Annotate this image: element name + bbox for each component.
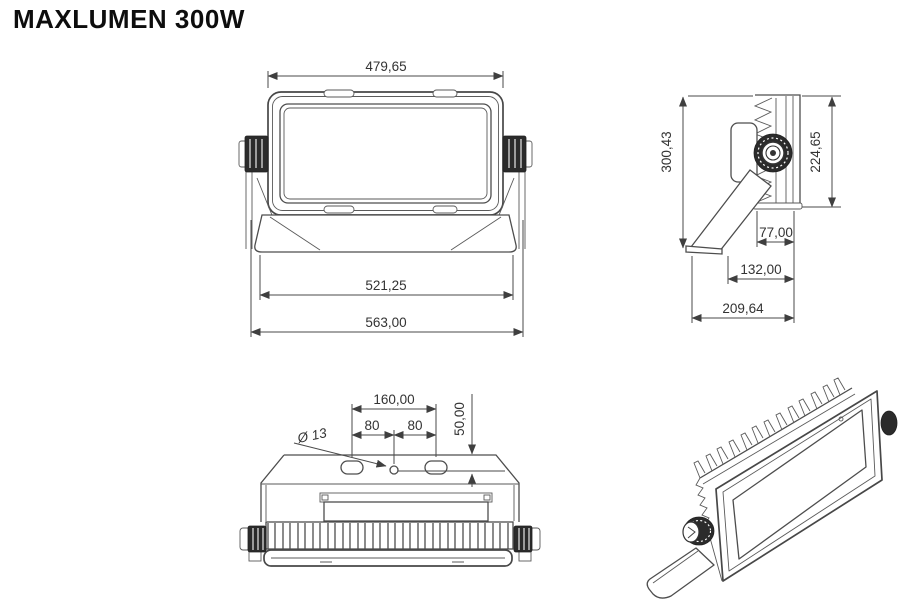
top-recess-plate: [323, 501, 489, 522]
top-slot-left: [340, 460, 364, 475]
dim-side-total-depth: 209,64: [722, 301, 764, 316]
iso-knob: [682, 516, 715, 546]
iso-right-knob: [880, 410, 898, 436]
isometric-view: [646, 377, 898, 599]
top-center-hole: [389, 465, 399, 475]
iso-frame-outer: [715, 390, 883, 582]
ext-lines-563: [250, 220, 524, 337]
top-recess-lip: [319, 492, 493, 503]
dim-side-body-depth: 77,00: [759, 225, 793, 240]
front-body-outline: [267, 91, 504, 216]
top-right-knob-step: [518, 550, 532, 562]
front-top-slot-right: [432, 89, 458, 98]
side-bracket-foot: [685, 245, 723, 255]
front-bracket-arms: [245, 170, 526, 249]
iso-housing: [693, 377, 898, 582]
top-heatsink-fins: [267, 523, 509, 549]
page-title: MAXLUMEN 300W: [13, 4, 245, 34]
front-right-knob-ribs: [508, 139, 522, 168]
side-knob: [753, 133, 793, 173]
top-recess-notch-right: [483, 494, 491, 501]
front-view-dimensions: 479,65 521,25 563,00: [250, 59, 524, 337]
front-view-drawing: [238, 89, 533, 253]
top-view-dimensions: 160,00 80 80 50,00 Ø 13: [293, 392, 505, 487]
front-bezel-inner-line: [272, 96, 499, 211]
side-view: 300,43 224,65 77,00 132,00 209,64: [659, 94, 841, 323]
top-left-knob-ribs: [252, 528, 264, 550]
dim-side-bracket-depth: 132,00: [740, 262, 781, 277]
top-body-outline: [260, 454, 520, 522]
front-bottom-slot-right: [432, 205, 458, 214]
iso-bracket: [646, 547, 715, 599]
top-right-knob-ribs: [518, 528, 530, 550]
top-slot-right: [424, 460, 448, 475]
top-left-knob-step: [248, 550, 262, 562]
dim-top-hole-left: 80: [364, 418, 379, 433]
side-ext-lines-bottom: [691, 211, 795, 323]
leader-line-diameter: [293, 442, 387, 468]
top-heatsink: [265, 521, 514, 550]
iso-fin-baseline: [699, 387, 853, 479]
dim-side-total-height: 300,43: [659, 131, 674, 172]
side-body-base: [752, 202, 803, 210]
side-view-drawing: [685, 94, 803, 255]
front-top-slot-left: [323, 89, 355, 98]
dim-top-hole-diameter: Ø 13: [295, 425, 328, 446]
top-ext-lines: [351, 404, 505, 472]
iso-heatsink-fins: [693, 377, 846, 479]
iso-front-frame: [715, 390, 883, 582]
front-left-knob-ribs: [249, 139, 263, 168]
top-recess-notch-left: [321, 494, 329, 501]
front-bottom-slot-left: [323, 205, 355, 214]
front-view: 479,65 521,25 563,00: [238, 59, 533, 337]
iso-frame-hole: [838, 416, 844, 422]
iso-bracket-inner-line: [652, 550, 699, 584]
front-bracket-crossbar: [254, 214, 517, 253]
iso-housing-top-edge: [702, 393, 856, 485]
front-glass-inner-line: [283, 107, 488, 200]
top-body-side-inner: [265, 485, 515, 521]
iso-bracket-plate: [646, 547, 715, 599]
dim-side-body-height: 224,65: [808, 131, 823, 172]
front-crossbar-diagonals: [269, 216, 502, 251]
top-front-band-lines: [271, 557, 505, 563]
top-view-drawing: [239, 454, 541, 567]
dim-top-hole-offset: 50,00: [452, 402, 467, 436]
iso-frame-inner: [722, 398, 876, 572]
top-view: 160,00 80 80 50,00 Ø 13: [239, 392, 541, 567]
dim-top-hole-span: 160,00: [373, 392, 414, 407]
dim-front-bottom-width: 563,00: [365, 315, 406, 330]
iso-glass: [732, 409, 867, 560]
front-glass-outline: [279, 103, 492, 204]
side-view-dimensions: 300,43 224,65 77,00 132,00 209,64: [659, 95, 841, 323]
dim-front-top-width: 479,65: [365, 59, 406, 74]
dim-top-hole-right: 80: [407, 418, 422, 433]
top-heatsink-frame: [265, 521, 514, 550]
dim-front-mid-width: 521,25: [365, 278, 406, 293]
